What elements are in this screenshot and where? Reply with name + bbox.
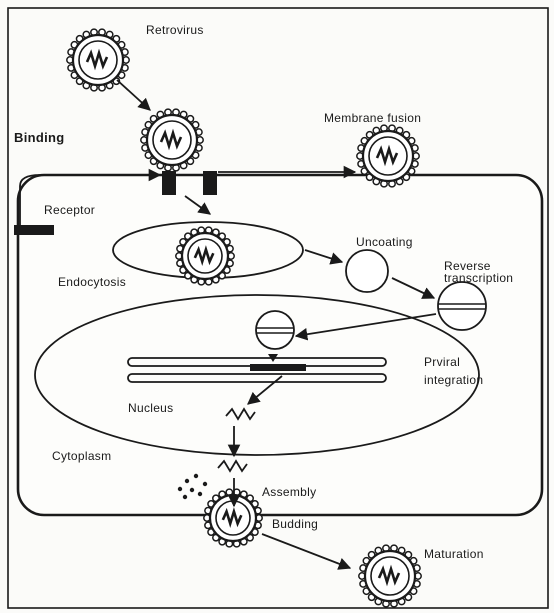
mature-virion <box>359 545 421 607</box>
reverse-transcribed-dna <box>438 282 486 330</box>
label-endocytosis: Endocytosis <box>58 275 126 289</box>
label-receptor: Receptor <box>44 203 95 217</box>
label-binding: Binding <box>14 130 64 145</box>
label-cytoplasm: Cytoplasm <box>52 449 111 463</box>
endocytosed-virion <box>176 227 234 285</box>
label-proviral: Prviral <box>424 355 460 369</box>
arrow-maturation <box>262 534 350 568</box>
nuclear-dna-circle <box>256 311 294 349</box>
label-maturation: Maturation <box>424 547 484 561</box>
budding-virion <box>204 489 262 547</box>
label-transcription: transcription <box>444 271 513 285</box>
label-assembly: Assembly <box>262 485 316 499</box>
label-retrovirus: Retrovirus <box>146 23 204 37</box>
bound-virion <box>141 109 203 171</box>
label-membrane-fusion: Membrane fusion <box>324 111 421 125</box>
label-budding: Budding <box>272 517 318 531</box>
label-uncoating: Uncoating <box>356 235 413 249</box>
label-integration: integration <box>424 373 483 387</box>
arrow-binding <box>117 80 150 110</box>
label-nucleus: Nucleus <box>128 401 173 415</box>
uncoated-capsid <box>346 250 388 292</box>
fusing-virion <box>357 125 419 187</box>
